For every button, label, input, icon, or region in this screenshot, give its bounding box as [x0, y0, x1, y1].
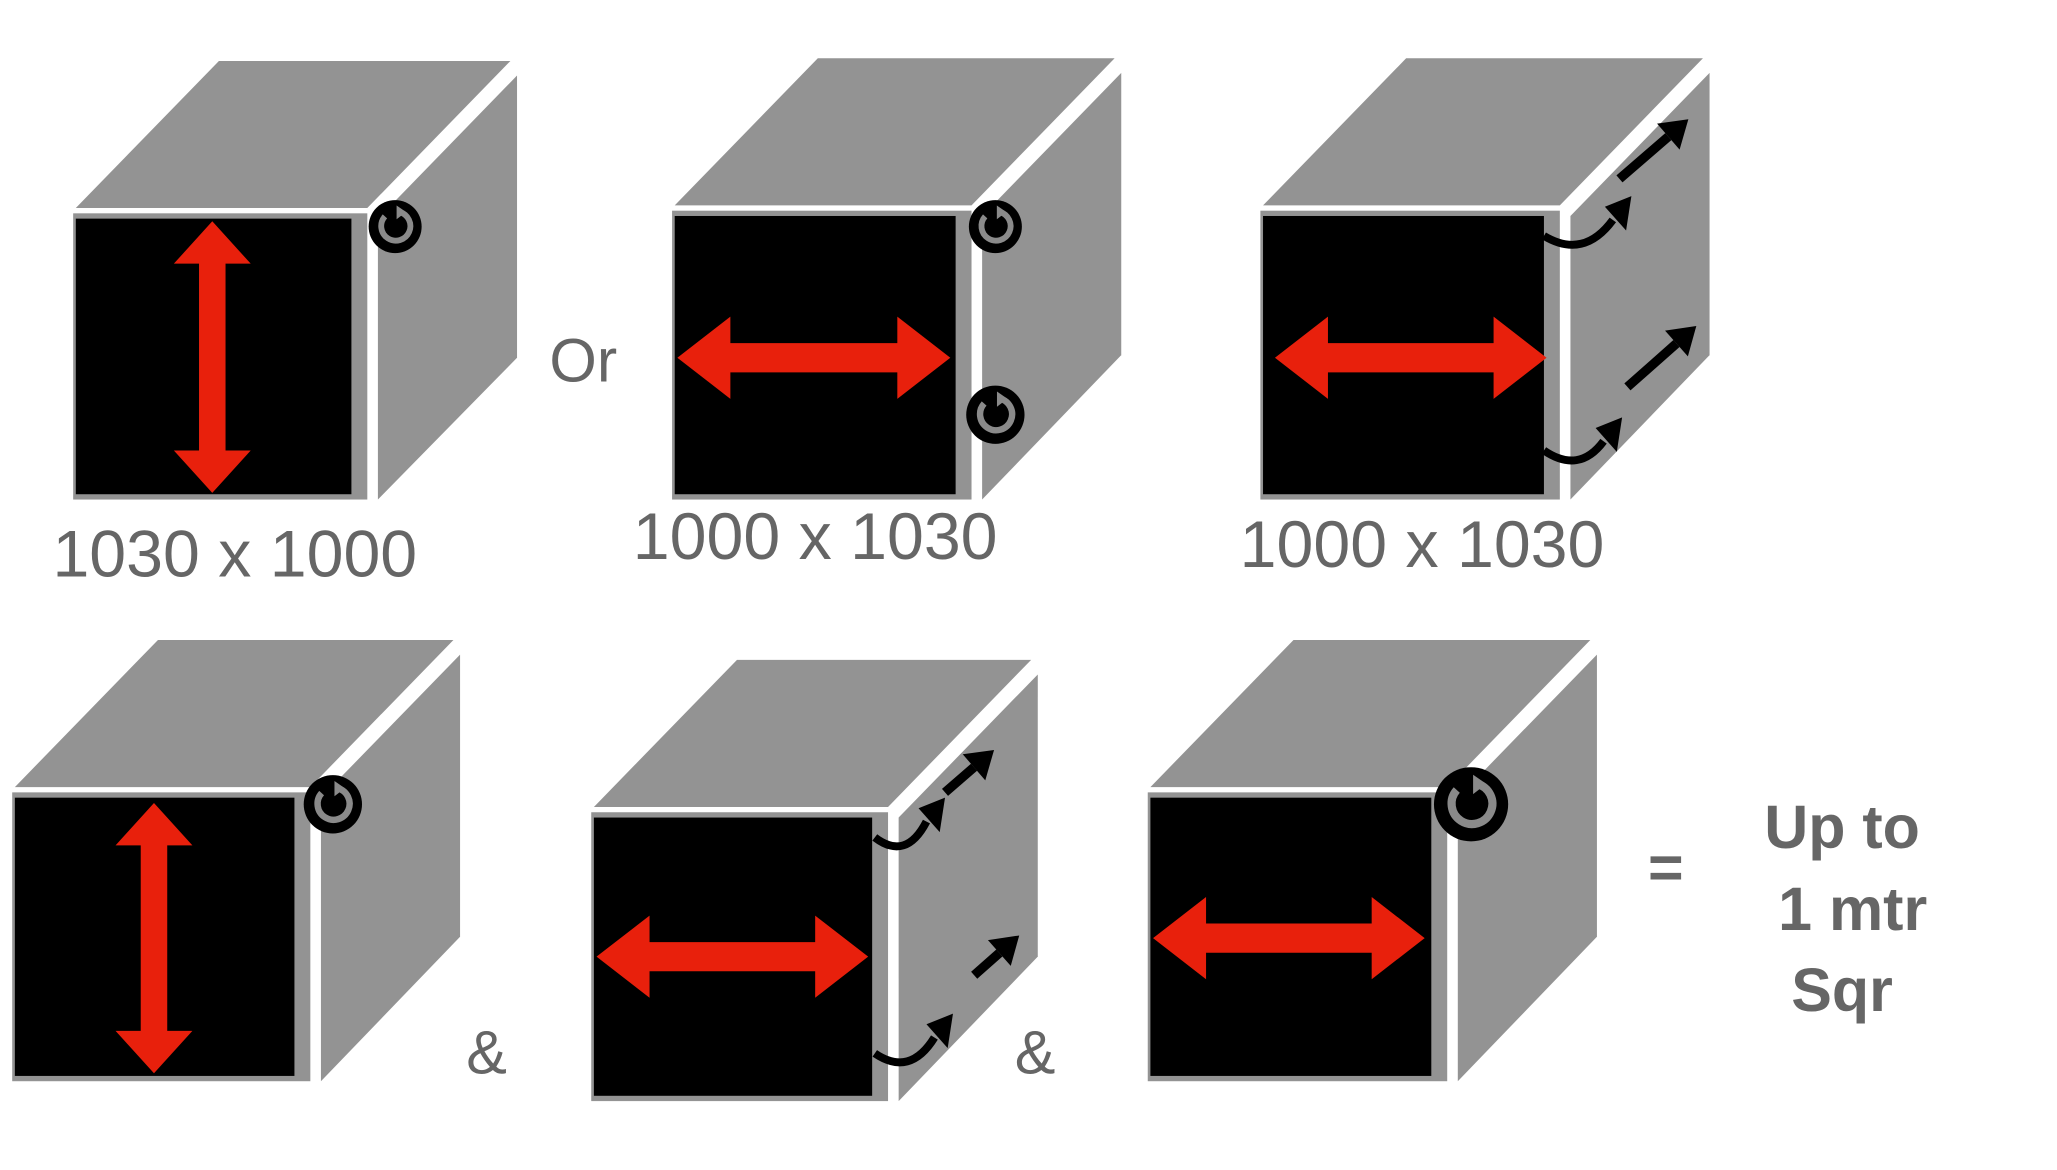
rotate-icon-circle — [968, 200, 1022, 254]
rotate-icon-arc — [314, 785, 353, 823]
vertical-double-arrow-icon — [173, 221, 251, 493]
cube-top-face — [674, 58, 1115, 206]
horizontal-double-arrow-icon — [1153, 897, 1425, 980]
rotate-icon-arc — [378, 209, 414, 244]
hinge-arrow-curve — [872, 1035, 938, 1067]
horizontal-double-arrow-icon — [596, 915, 869, 998]
horizontal-double-arrow-icon — [1274, 316, 1547, 399]
hinge-arrow-icon — [926, 1013, 953, 1049]
cube-side-face — [320, 654, 461, 1082]
push-arrow-icon — [987, 935, 1020, 966]
rotate-icon-head — [996, 205, 1007, 220]
cube-2 — [672, 58, 1122, 500]
push-arrow-icon — [962, 749, 995, 781]
rotate-icon-circle — [303, 775, 363, 834]
push-arrow-shaft — [1616, 133, 1672, 183]
cube-side-face — [982, 72, 1122, 500]
cube-top-face — [75, 60, 511, 209]
cube-top-face — [14, 639, 454, 788]
push-arrow-icon — [1665, 325, 1697, 357]
push-arrow-shaft — [1624, 340, 1680, 391]
rotate-icon-circle — [368, 200, 422, 254]
rotate-icon — [966, 385, 1025, 444]
cube-side-face — [1570, 72, 1710, 500]
vertical-double-arrow-icon — [115, 802, 193, 1074]
cube-top-face — [593, 659, 1032, 807]
equals-sign: = — [1648, 833, 1684, 901]
result-line-3: Sqr — [1791, 956, 1893, 1024]
dimension-label-3: 1000 x 1030 — [1240, 508, 1605, 582]
push-arrow-icon — [1657, 119, 1689, 150]
cube-top-face — [1263, 58, 1703, 206]
rotate-icon — [368, 200, 422, 254]
rotate-icon — [968, 200, 1022, 254]
push-arrow-shaft — [941, 763, 978, 796]
cube-side-face — [1457, 654, 1597, 1082]
cube-side-face — [377, 75, 518, 500]
cube-3 — [1260, 58, 1710, 500]
dimension-label-2: 1000 x 1030 — [633, 500, 998, 574]
cube-5 — [591, 659, 1038, 1102]
hinge-arrow-icon — [1604, 196, 1632, 231]
hinge-arrow-icon — [1595, 417, 1623, 452]
rotate-icon-arc — [976, 395, 1016, 434]
hinge-arrow-curve — [1541, 217, 1617, 249]
rotate-icon-head — [1473, 774, 1487, 795]
rotate-icon-head — [334, 781, 345, 797]
cube-top-face — [1150, 639, 1591, 788]
rotate-icon-head — [996, 391, 1008, 407]
or-label: Or — [549, 327, 617, 395]
ampersand-2: & — [1015, 1018, 1056, 1086]
cube-4 — [12, 639, 461, 1082]
cube-1 — [73, 60, 518, 500]
rotate-icon-arc — [1447, 779, 1497, 829]
rotate-icon — [303, 775, 363, 834]
hinge-arrow-curve — [872, 819, 931, 851]
hinge-arrow-curve — [1541, 438, 1607, 465]
rotate-icon-head — [396, 205, 407, 220]
dimension-label-1: 1030 x 1000 — [52, 517, 417, 591]
cube-6 — [1147, 639, 1597, 1082]
rotate-icon-circle — [1433, 767, 1509, 842]
horizontal-double-arrow-icon — [677, 316, 951, 399]
hinge-arrow-icon — [918, 797, 946, 833]
ampersand-1: & — [466, 1018, 507, 1086]
rotate-icon-circle — [966, 385, 1025, 444]
rotate-icon — [1433, 767, 1509, 842]
result-line-1: Up to — [1764, 793, 1920, 861]
result-line-2: 1 mtr — [1778, 875, 1927, 943]
push-arrow-shaft — [971, 949, 1003, 979]
cube-side-face — [898, 674, 1038, 1102]
rotate-icon-arc — [978, 209, 1014, 244]
